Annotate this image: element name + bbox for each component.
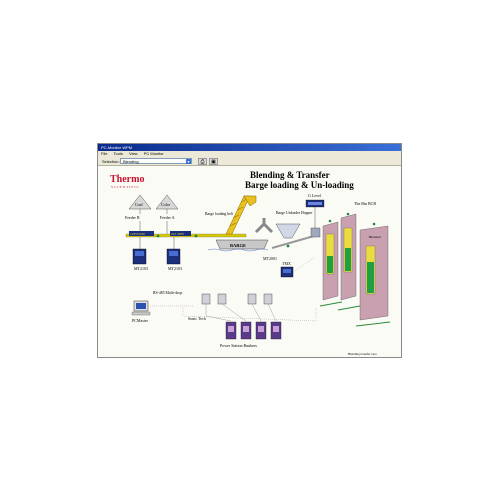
thermo-logo-text: Thermo [110,174,144,185]
barge-unloader-label: Barge Unloader Hopper [276,211,313,215]
belt-readout-2 [170,231,191,236]
mt2001-label: MT2001 [263,256,277,261]
rs485-label: RS-485 Multi-drop [153,291,182,295]
mt-right-label: MT2103 [168,266,182,271]
coal-label: Coal [135,202,143,207]
process-diagram: Thermo SCIENTIFIC Blending & Transfer Ba… [110,170,391,356]
color-label: Color [161,202,171,207]
power-station-label: Power Station Bunkers [220,343,257,348]
sonic-tech-controller-2[interactable] [217,293,227,305]
print-button[interactable]: ⎙ [198,158,207,165]
g-level-label: G Level [308,193,322,198]
menu-view[interactable]: View [128,151,138,156]
print-icon: ⎙ [200,159,205,165]
sonic-tech-controller-4[interactable] [263,293,273,305]
scientific-logo-text: SCIENTIFIC [111,185,140,189]
pcmaster-label: PCMaster [132,318,149,323]
screen-select-value: Blending [123,159,139,164]
sonic-tech-label: Sonic Tech [188,316,206,321]
diagram-title-line1: Blending & Transfer [250,170,330,180]
belt-readout-1-value: 123574.00 [130,232,145,236]
unloader-hopper [275,223,301,239]
transfer-conveyor [271,235,315,249]
window-title: PC-Monitor WPM [101,145,133,150]
belt-readout-2-value: 215 TPH [171,232,184,236]
footer-text: Blending transfer raya [348,352,377,356]
feeder-status-led-2 [194,234,198,238]
the-bin-bcb-label: The Bin BCB [354,201,376,206]
tmx-sampler[interactable] [310,227,321,238]
menu-pc-monitor[interactable]: PC Monitor [143,151,164,156]
menu-tools[interactable]: Tools [113,151,123,156]
feeder-status-led [156,234,160,238]
barge-label: BARGE [230,243,246,248]
mt-left-label: MT2103 [134,266,148,271]
barge-loading-belt-label: Barge loading belt [205,212,234,216]
feeder-b-label: Feeder B [125,215,140,220]
sonic-tech-controller-3[interactable] [247,293,257,305]
belt-readout-1 [129,231,154,236]
toolbar: Selection: Blending ▾ ⎙ ▣ [98,157,401,166]
process-diagram-canvas: Thermo SCIENTIFIC Blending & Transfer Ba… [98,166,401,357]
network-line [182,306,317,322]
sonic-tech-controller-1[interactable] [201,293,211,305]
water-line [207,248,269,252]
screen-select[interactable]: Blending ▾ [120,158,192,164]
menu-bar: File Tools View PC Monitor [98,151,401,157]
window-title-bar[interactable]: PC-Monitor WPM [98,144,401,151]
feeder-a-label: Feeder A [160,215,175,220]
diagram-title-line2: Barge loading & Un-loading [245,180,354,190]
monitor-icon: ▣ [211,159,216,165]
menu-file[interactable]: File [101,151,108,156]
storage-bin-1[interactable] [322,221,339,301]
application-window: PC-Monitor WPM File Tools View PC Monito… [97,143,402,358]
view-button[interactable]: ▣ [209,158,218,165]
screen-selection-label: Selection: [102,159,120,164]
chevron-down-icon[interactable]: ▾ [186,159,191,164]
y-chute [254,218,274,234]
blended-label: Blended [369,235,381,239]
storage-bin-2[interactable] [340,213,357,301]
tmx-label: TMX [282,261,291,266]
storage-bin-3[interactable] [359,225,389,321]
